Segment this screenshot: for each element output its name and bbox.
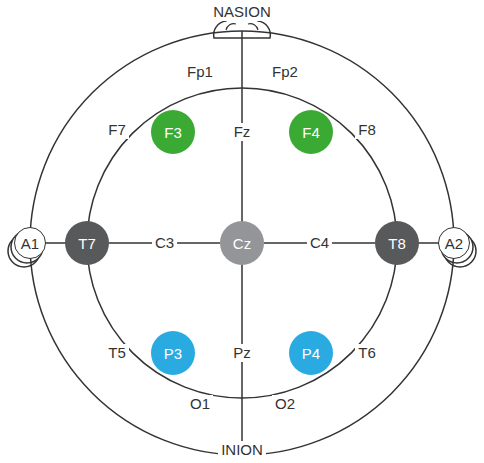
electrode-circle: Cz [220,221,264,265]
electrode-label: P3 [164,346,182,361]
electrode-circle: A2 [438,227,470,259]
electrode-circle: A1 [14,227,46,259]
electrode-label: A2 [445,236,463,251]
electrode-label: O2 [272,395,298,414]
nose-detail [226,24,258,30]
electrode-label: A1 [21,236,39,251]
electrode-label: C4 [307,234,332,253]
electrode-label: Cz [233,236,251,251]
electrode-label: O1 [187,395,213,414]
electrode-label: Fp1 [184,63,216,82]
landmark-label: NASION [210,3,274,22]
electrode-label: Pz [230,344,254,363]
electrode-circle: F3 [151,110,195,154]
electrode-label: F4 [302,125,320,140]
head-circle [30,31,454,455]
electrode-circle: T7 [65,221,109,265]
electrode-label: T6 [355,344,379,363]
electrode-circle: P4 [289,331,333,375]
electrode-label: T5 [105,344,129,363]
electrode-label: C3 [152,234,177,253]
electrode-label: F3 [164,125,182,140]
electrode-circle: F4 [289,110,333,154]
electrode-label: F8 [355,121,379,140]
electrode-circle: P3 [151,331,195,375]
electrode-label: Fz [231,123,254,142]
inner-circle [87,88,397,398]
electrode-circle: T8 [375,221,419,265]
landmark-label: INION [218,441,266,460]
electrode-label: Fp2 [269,63,301,82]
electrode-label: T8 [388,236,406,251]
electrode-label: P4 [302,346,320,361]
electrode-label: F7 [105,121,129,140]
electrode-label: T7 [78,236,96,251]
